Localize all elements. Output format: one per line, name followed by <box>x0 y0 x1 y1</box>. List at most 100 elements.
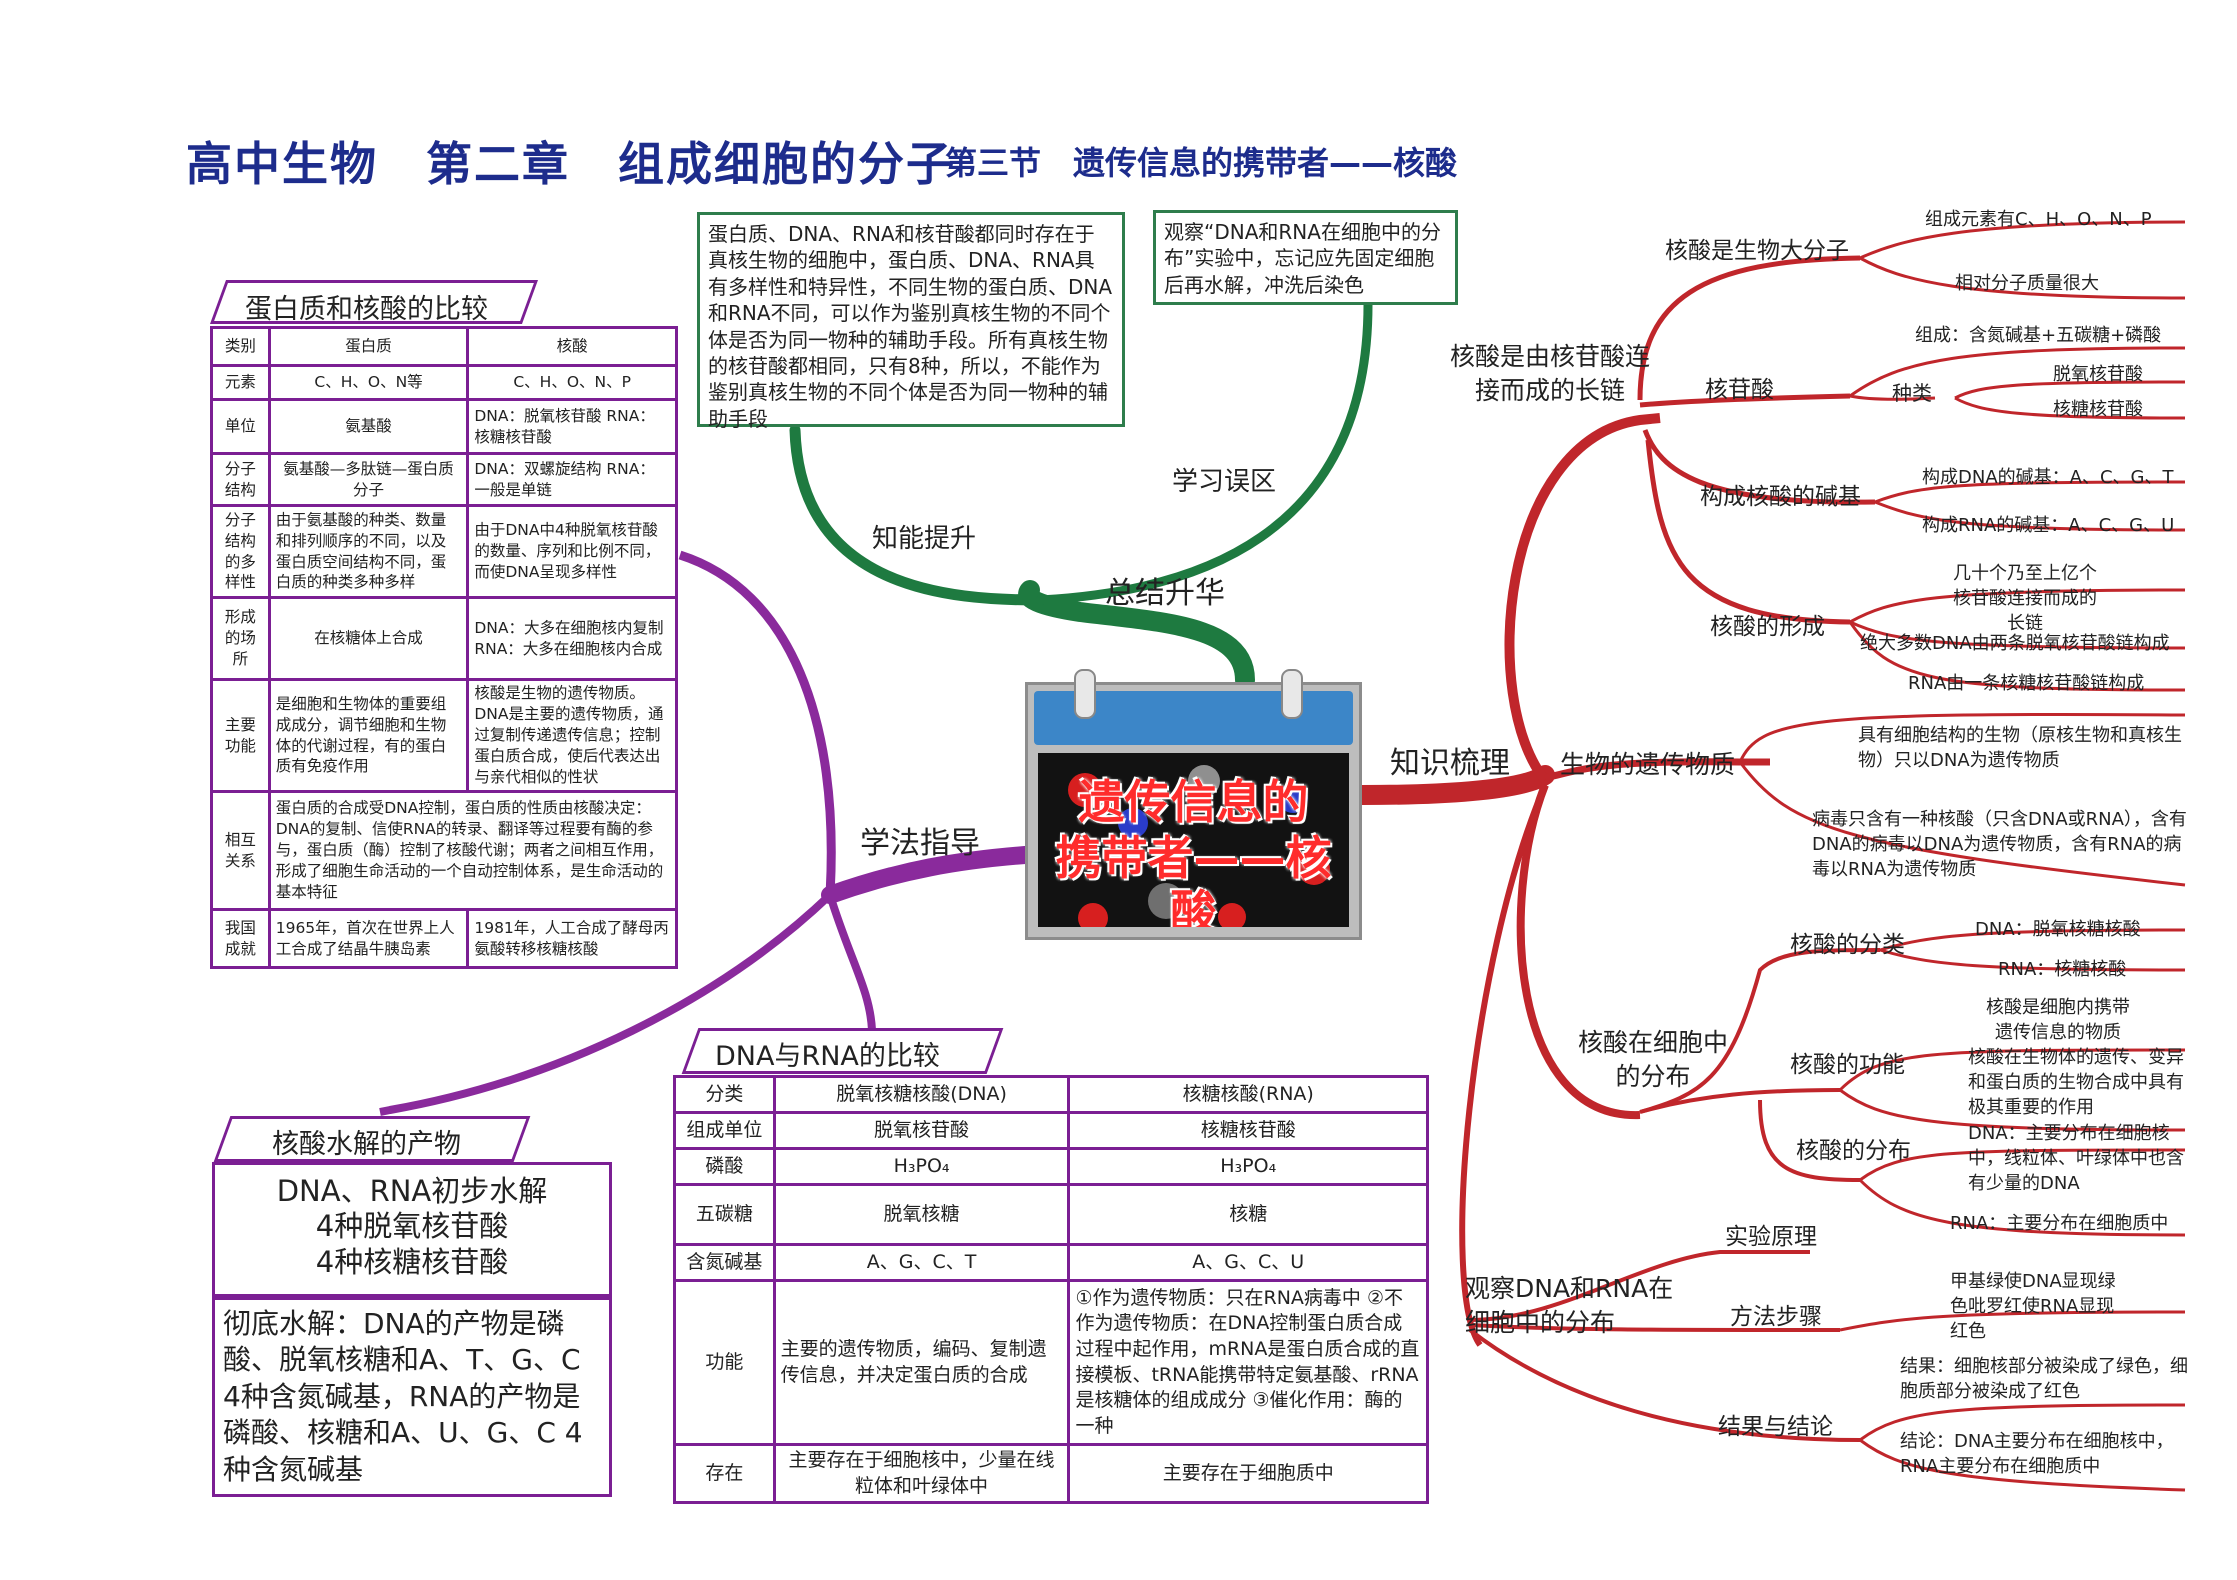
center-title-line1: 遗传信息的 <box>1078 775 1309 829</box>
knowledge-g1-title: 核酸是由核苷酸连接而成的长链 <box>1449 342 1650 405</box>
knowledge-g2-l2: 病毒只含有一种核酸（只含DNA或RNA），含有DNA的病毒以DNA为遗传物质，含… <box>1812 809 2187 880</box>
table1-cell: 氨基酸 <box>267 398 470 455</box>
table2-title: DNA与RNA的比较 <box>715 1041 940 1072</box>
calendar-ring-icon <box>1074 669 1096 719</box>
center-title-line2: 携带者——核酸 <box>1055 831 1332 927</box>
green-branch-zhineng <box>789 424 1046 606</box>
knowledge-g2-l1: 具有细胞结构的生物（原核生物和真核生物）只以DNA为遗传物质 <box>1858 725 2182 771</box>
knowledge-g1-b-label: 核苷酸 <box>1705 377 1774 403</box>
table1-row-label: 分子结构的多样性 <box>210 504 271 599</box>
knowledge-g1-c-l1: 构成DNA的碱基：A、C、G、T <box>1922 467 2174 488</box>
hydrolysis-title: 核酸水解的产物 <box>272 1129 461 1160</box>
knowledge-g3-a-l2: RNA：核糖核酸 <box>1998 959 2127 980</box>
table1-row-label: 我国成就 <box>210 908 271 969</box>
table1-cell: DNA：脱氧核苷酸 RNA：核糖核苷酸 <box>466 398 678 455</box>
calendar-ring-icon <box>1281 669 1303 719</box>
knowledge-g1-b-l2: 脱氧核苷酸 <box>2053 364 2143 385</box>
purple-branch-trunk <box>821 846 1034 904</box>
table2-cell: ①作为遗传物质：只在RNA病毒中 ②不作为遗传物质：在DNA控制蛋白质合成过程中… <box>1067 1279 1429 1446</box>
knowledge-g1-a-label: 核酸是生物大分子 <box>1665 238 1849 264</box>
table1-row-label: 元素 <box>210 364 271 401</box>
knowledge-g1-b-kind: 种类 <box>1892 381 1932 405</box>
table1-row-label: 主要功能 <box>210 678 271 793</box>
table2-cell: 核糖核苷酸 <box>1067 1111 1429 1150</box>
knowledge-g4-c-l2: 结论：DNA主要分布在细胞核中，RNA主要分布在细胞质中 <box>1900 1431 2174 1477</box>
knowledge-g1-a-l2: 相对分子质量很大 <box>1955 273 2099 294</box>
hydrolysis-initial-line: 4种脱氧核苷酸 <box>315 1209 509 1244</box>
table1-protein-vs-nucleic-acid: 类别 蛋白质 核酸 元素 C、H、O、N等 C、H、O、N、P 单位 氨基酸 D… <box>210 326 679 969</box>
knowledge-g4-b-label: 方法步骤 <box>1730 1304 1822 1330</box>
red-branch-trunk <box>1352 765 1555 805</box>
table2-dna-vs-rna: 分类 脱氧核糖核酸(DNA) 核糖核酸(RNA) 组成单位 脱氧核苷酸 核糖核苷… <box>673 1075 1429 1505</box>
table2-row-label: 组成单位 <box>673 1111 776 1150</box>
branch-label-xuexi: 学习误区 <box>1172 467 1277 497</box>
branch-label-zongjie: 总结升华 <box>1105 576 1225 611</box>
table2-row-label: 五碳糖 <box>673 1183 776 1246</box>
table2-cell: A、G、C、U <box>1067 1243 1429 1282</box>
table1-header-cell: 蛋白质 <box>267 326 470 367</box>
table1-row-label: 分子结构 <box>210 452 271 507</box>
knowledge-g3-a-l1: DNA：脱氧核糖核酸 <box>1975 919 2141 940</box>
red-branch-g2 <box>1544 758 1770 782</box>
table2-row-label: 功能 <box>673 1279 776 1446</box>
calendar-header <box>1034 669 1353 745</box>
table2-row-label: 含氮碱基 <box>673 1243 776 1282</box>
molecule-image: 遗传信息的 携带者——核酸 <box>1038 753 1349 927</box>
knowledge-g3-c-label: 核酸的分布 <box>1796 1138 1911 1164</box>
center-calendar-image: 遗传信息的 携带者——核酸 <box>1025 669 1362 940</box>
table2-header-cell: 脱氧核糖核酸(DNA) <box>772 1075 1071 1114</box>
table1-header-cell: 类别 <box>210 326 271 367</box>
knowledge-g3-b-l1: 核酸是细胞内携带遗传信息的物质 <box>1986 997 2130 1043</box>
hydrolysis-full-box: 彻底水解：DNA的产物是磷酸、脱氧核糖和A、T、G、C 4种含氮碱基，RNA的产… <box>212 1297 612 1497</box>
table2-header-cell: 核糖核酸(RNA) <box>1067 1075 1429 1114</box>
red-branch-g4 <box>1459 783 1548 1347</box>
knowledge-g4-c-label: 结果与结论 <box>1718 1414 1833 1440</box>
red-branch-g3 <box>1516 783 1641 1120</box>
knowledge-g1-c-l2: 构成RNA的碱基：A、C、G、U <box>1922 515 2175 536</box>
table2-cell: 主要的遗传物质，编码、复制遗传信息，并决定蛋白质的合成 <box>772 1279 1071 1446</box>
knowledge-g3-b-l2: 核酸在生物体的遗传、变异和蛋白质的生物合成中具有极其重要的作用 <box>1968 1047 2184 1118</box>
knowledge-g4-a-label: 实验原理 <box>1725 1224 1817 1250</box>
table2-cell: 主要存在于细胞质中 <box>1067 1442 1429 1505</box>
knowledge-g1-b-l3: 核糖核苷酸 <box>2053 399 2143 420</box>
table2-cell: 脱氧核糖 <box>772 1183 1071 1246</box>
note-zhineng: 蛋白质、DNA、RNA和核苷酸都同时存在于真核生物的细胞中，蛋白质、DNA、RN… <box>697 212 1125 431</box>
table1-cell: 由于DNA中4种脱氧核苷酸的数量、序列和比例不同，而使DNA呈现多样性 <box>466 504 678 599</box>
hydrolysis-initial-box: DNA、RNA初步水解 4种脱氧核苷酸 4种核糖核苷酸 <box>212 1162 612 1297</box>
branch-label-xuefa: 学法指导 <box>860 826 980 861</box>
knowledge-g3-b-label: 核酸的功能 <box>1790 1052 1905 1078</box>
table1-cell: C、H、O、N等 <box>267 364 470 401</box>
knowledge-g3-c-l1: DNA：主要分布在细胞核中，线粒体、叶绿体中也含有少量的DNA <box>1968 1123 2184 1194</box>
hydrolysis-initial-line: 4种核糖核苷酸 <box>315 1244 509 1279</box>
table1-cell: 1981年，人工合成了酵母丙氨酸转移核糖核酸 <box>466 908 678 969</box>
knowledge-g1-d-l2: 绝大多数DNA由两条脱氧核苷酸链构成 <box>1860 633 2170 654</box>
knowledge-g1-d-l1: 几十个乃至上亿个核苷酸连接而成的长链 <box>1953 563 2097 634</box>
table2-cell: 核糖 <box>1067 1183 1429 1246</box>
table2-cell: H₃PO₄ <box>772 1147 1071 1186</box>
table1-cell: 在核糖体上合成 <box>267 596 470 681</box>
table1-title: 蛋白质和核酸的比较 <box>245 294 488 325</box>
table1-cell: 核酸是生物的遗传物质。DNA是主要的遗传物质，通过复制传递遗传信息；控制蛋白质合… <box>466 678 678 793</box>
red-branch-g1 <box>1504 413 1661 784</box>
knowledge-g3-c-l2: RNA：主要分布在细胞质中 <box>1950 1213 2169 1234</box>
table1-cell: 蛋白质的合成受DNA控制，蛋白质的性质由核酸决定：DNA的复制、信使RNA的转录… <box>267 790 679 911</box>
table1-cell: 氨基酸—多肽链—蛋白质分子 <box>267 452 470 507</box>
table1-cell: 是细胞和生物体的重要组成成分，调节细胞和生物体的代谢过程，有的蛋白质有免疫作用 <box>267 678 470 793</box>
page-title: 高中生物 第二章 组成细胞的分子 <box>186 137 954 191</box>
table1-cell: DNA：大多在细胞核内复制 RNA：大多在细胞核内合成 <box>466 596 678 681</box>
knowledge-g1-d-label: 核酸的形成 <box>1710 614 1825 640</box>
knowledge-g1-a-l1: 组成元素有C、H、O、N、P <box>1925 209 2152 230</box>
table1-cell: 由于氨基酸的种类、数量和排列顺序的不同，以及蛋白质空间结构不同，蛋白质的种类多种… <box>267 504 470 599</box>
table1-cell: 1965年，首次在世界上人工合成了结晶牛胰岛素 <box>267 908 470 969</box>
table2-cell: 主要存在于细胞核中，少量在线粒体和叶绿体中 <box>772 1442 1071 1505</box>
table1-cell: C、H、O、N、P <box>466 364 678 401</box>
note-xuexi: 观察“DNA和RNA在细胞中的分布”实验中，忘记应先固定细胞后再水解，冲洗后染色 <box>1153 210 1458 305</box>
knowledge-g1-c-label: 构成核酸的碱基 <box>1700 484 1861 510</box>
knowledge-g4-title: 观察DNA和RNA在细胞中的分布 <box>1465 1274 1674 1337</box>
table2-row-label: 磷酸 <box>673 1147 776 1186</box>
branch-label-zhineng: 知能提升 <box>872 524 977 554</box>
table1-row-label: 形成的场所 <box>210 596 271 681</box>
hydrolysis-full-text: 彻底水解：DNA的产物是磷酸、脱氧核糖和A、T、G、C 4种含氮碱基，RNA的产… <box>223 1307 583 1486</box>
table2-header-cell: 分类 <box>673 1075 776 1114</box>
